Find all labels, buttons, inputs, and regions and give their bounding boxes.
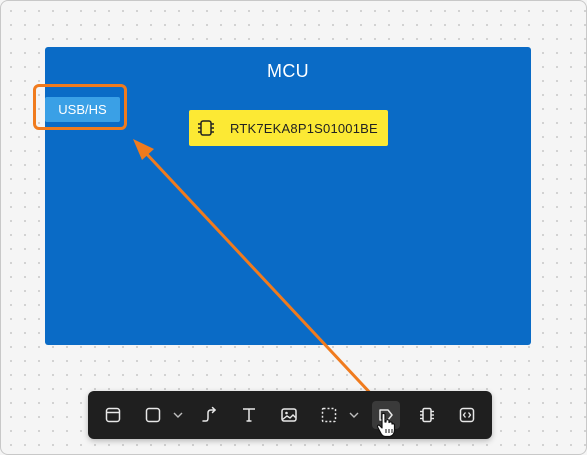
square-icon [145,407,161,423]
selection-dropdown-chevron-icon[interactable] [348,409,360,421]
shape-tool[interactable] [141,403,165,427]
mcu-title: MCU [267,61,309,81]
selection-tool[interactable] [317,403,341,427]
component-tool[interactable] [415,403,439,427]
dashed-selection-icon [321,407,337,423]
text-tool[interactable] [237,403,261,427]
frame-icon [105,407,121,423]
chip-icon [420,407,434,423]
chip-node[interactable]: RTK7EKA8P1S01001BE [189,110,388,146]
image-tool[interactable] [277,403,301,427]
connector-tool[interactable] [197,403,221,427]
highlight-box [33,84,127,130]
image-icon [281,408,297,422]
chip-icon [196,118,216,138]
tag-icon [379,409,393,421]
connector-icon [202,406,217,422]
text-icon [243,408,255,422]
chip-label: RTK7EKA8P1S01001BE [230,120,378,136]
frame-tool[interactable] [101,403,125,427]
code-icon [459,407,475,423]
usb-hs-tag[interactable]: USB/HS [45,97,120,122]
bottom-toolbar [88,391,492,439]
tag-tool[interactable] [372,401,400,429]
shape-dropdown-chevron-icon[interactable] [172,409,184,421]
code-tool[interactable] [455,403,479,427]
